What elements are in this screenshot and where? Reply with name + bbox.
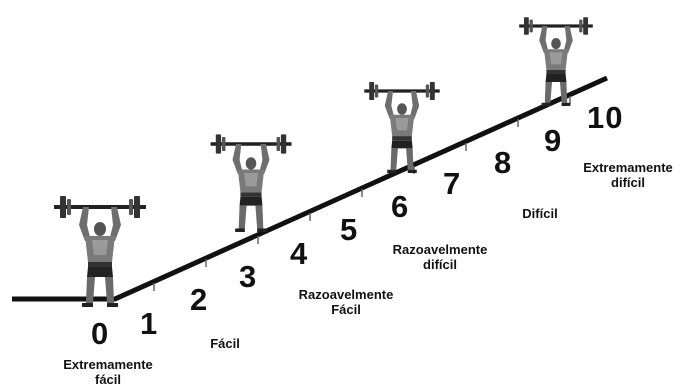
weightlifter-icon <box>519 17 593 107</box>
scale-number-0: 0 <box>91 316 110 351</box>
scale-number-7: 7 <box>443 166 462 201</box>
scale-number-1: 1 <box>140 306 159 341</box>
scale-number-4: 4 <box>290 236 309 271</box>
scale-number-10: 10 <box>587 100 624 135</box>
ramp-ticks <box>153 96 571 291</box>
label-extremely-hard: Extremamente difícil <box>583 160 673 190</box>
label-hard: Difícil <box>522 206 558 221</box>
weightlifter-icon <box>210 134 292 232</box>
scale-number-5: 5 <box>340 212 359 247</box>
label-extremely-easy: Extremamente fácil <box>63 357 153 387</box>
label-moderately-easy: Razoavelmente Fácil <box>298 287 394 317</box>
ramp-line <box>12 75 609 302</box>
scale-number-2: 2 <box>190 282 209 317</box>
label-easy: Fácil <box>210 336 240 351</box>
label-moderately-hard: Razoavelmente difícil <box>392 242 488 272</box>
scale-number-6: 6 <box>391 189 410 224</box>
scale-number-3: 3 <box>239 259 258 294</box>
scale-number-8: 8 <box>494 145 513 180</box>
scale-number-9: 9 <box>544 123 563 158</box>
